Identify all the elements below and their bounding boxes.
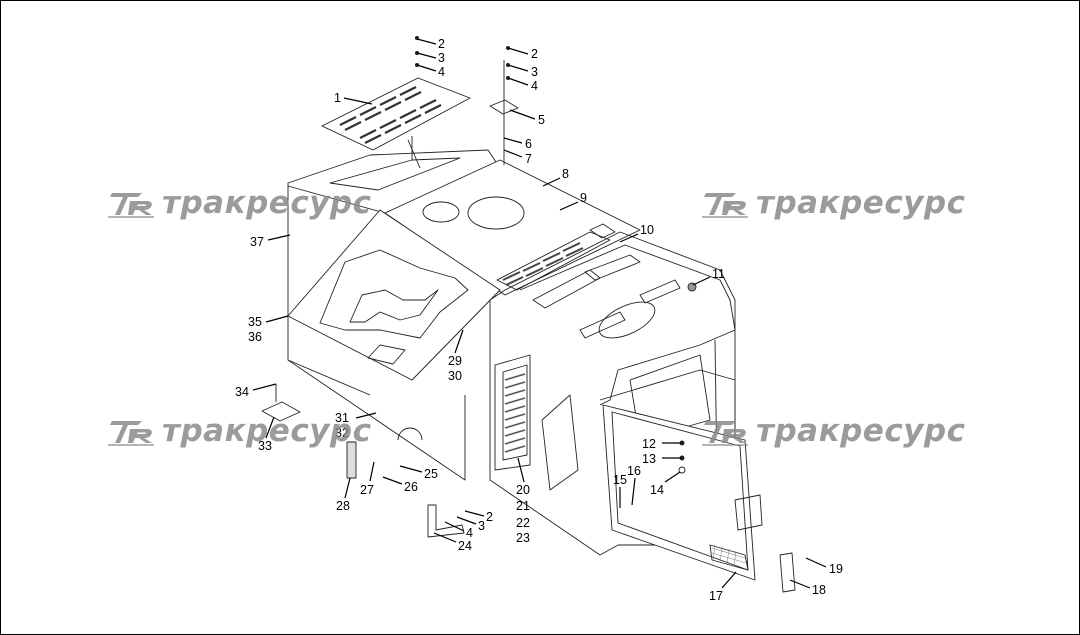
callout-3c: 3 (456, 516, 485, 533)
svg-text:23: 23 (516, 531, 530, 545)
svg-text:29: 29 (448, 354, 462, 368)
svg-text:33: 33 (258, 439, 272, 453)
svg-text:13: 13 (642, 452, 656, 466)
callout-24: 24 (433, 532, 472, 553)
svg-text:22: 22 (516, 516, 530, 530)
svg-text:30: 30 (448, 369, 462, 383)
svg-text:35: 35 (248, 315, 262, 329)
callout-34: 34 (235, 383, 277, 399)
svg-text:21: 21 (516, 499, 530, 513)
callout-6: 6 (503, 137, 532, 151)
callout-5: 5 (509, 109, 545, 127)
svg-text:26: 26 (404, 480, 418, 494)
callout-4c: 4 (444, 521, 473, 540)
svg-text:36: 36 (248, 330, 262, 344)
svg-text:3: 3 (478, 519, 485, 533)
callout-30: 30 (448, 369, 462, 383)
callout-12: 12 (642, 437, 682, 451)
svg-text:25: 25 (424, 467, 438, 481)
callout-2b: 2 (507, 47, 538, 61)
callout-3b: 3 (507, 64, 538, 79)
callout-8: 8 (542, 167, 569, 187)
svg-text:8: 8 (562, 167, 569, 181)
svg-text:17: 17 (709, 589, 723, 603)
callout-9: 9 (559, 191, 587, 211)
rear-cover-panel (287, 209, 501, 381)
callout-33: 33 (258, 416, 275, 453)
svg-text:28: 28 (336, 499, 350, 513)
top-cover-plate (321, 77, 471, 191)
callout-23: 23 (516, 531, 530, 545)
svg-text:9: 9 (580, 191, 587, 205)
callout-16: 16 (627, 464, 641, 506)
svg-text:10: 10 (640, 223, 654, 237)
callout-32: 32 (335, 426, 349, 440)
callout-2a: 2 (416, 37, 445, 51)
svg-text:3: 3 (438, 51, 445, 65)
callout-13: 13 (642, 452, 682, 466)
cab-rear-body (287, 149, 641, 481)
svg-text:7: 7 (525, 152, 532, 166)
callout-19: 19 (805, 557, 843, 576)
callout-14: 14 (650, 471, 681, 497)
callout-20: 20 (516, 457, 530, 497)
callout-10: 10 (619, 223, 654, 243)
callout-29: 29 (448, 329, 464, 368)
callout-35: 35 (248, 315, 289, 329)
svg-text:2: 2 (531, 47, 538, 61)
svg-text:1: 1 (334, 91, 341, 105)
callout-18: 18 (789, 579, 826, 597)
callout-1: 1 (334, 91, 373, 105)
svg-text:18: 18 (812, 583, 826, 597)
svg-text:16: 16 (627, 464, 641, 478)
svg-text:11: 11 (712, 267, 725, 281)
callout-4a: 4 (416, 64, 445, 79)
callout-22: 22 (516, 516, 530, 530)
callout-28: 28 (336, 477, 351, 513)
callout-7: 7 (503, 149, 532, 166)
svg-text:19: 19 (829, 562, 843, 576)
svg-text:4: 4 (531, 79, 538, 93)
svg-text:4: 4 (438, 65, 445, 79)
callout-25: 25 (399, 465, 438, 481)
callout-37: 37 (250, 234, 291, 249)
callout-2c: 2 (464, 510, 493, 524)
svg-text:4: 4 (466, 526, 473, 540)
callout-17: 17 (709, 571, 737, 603)
svg-text:27: 27 (360, 483, 374, 497)
cab-door (602, 404, 796, 593)
callout-11: 11 (692, 267, 725, 286)
svg-text:20: 20 (516, 483, 530, 497)
callout-36: 36 (248, 330, 262, 344)
svg-text:14: 14 (650, 483, 664, 497)
svg-text:2: 2 (486, 510, 493, 524)
svg-text:3: 3 (531, 65, 538, 79)
callout-15: 15 (613, 473, 627, 508)
svg-text:31: 31 (335, 411, 349, 425)
svg-text:2: 2 (438, 37, 445, 51)
callout-21: 21 (516, 499, 530, 513)
svg-text:24: 24 (458, 539, 472, 553)
svg-text:12: 12 (642, 437, 656, 451)
callout-27: 27 (360, 461, 375, 497)
callout-26: 26 (382, 476, 418, 494)
svg-text:34: 34 (235, 385, 249, 399)
svg-text:6: 6 (525, 137, 532, 151)
callout-3a: 3 (416, 51, 445, 65)
callout-4b: 4 (507, 77, 538, 93)
svg-text:32: 32 (335, 426, 349, 440)
svg-text:5: 5 (538, 113, 545, 127)
svg-text:37: 37 (250, 235, 264, 249)
svg-text:15: 15 (613, 473, 627, 487)
callout-31: 31 (335, 411, 377, 425)
